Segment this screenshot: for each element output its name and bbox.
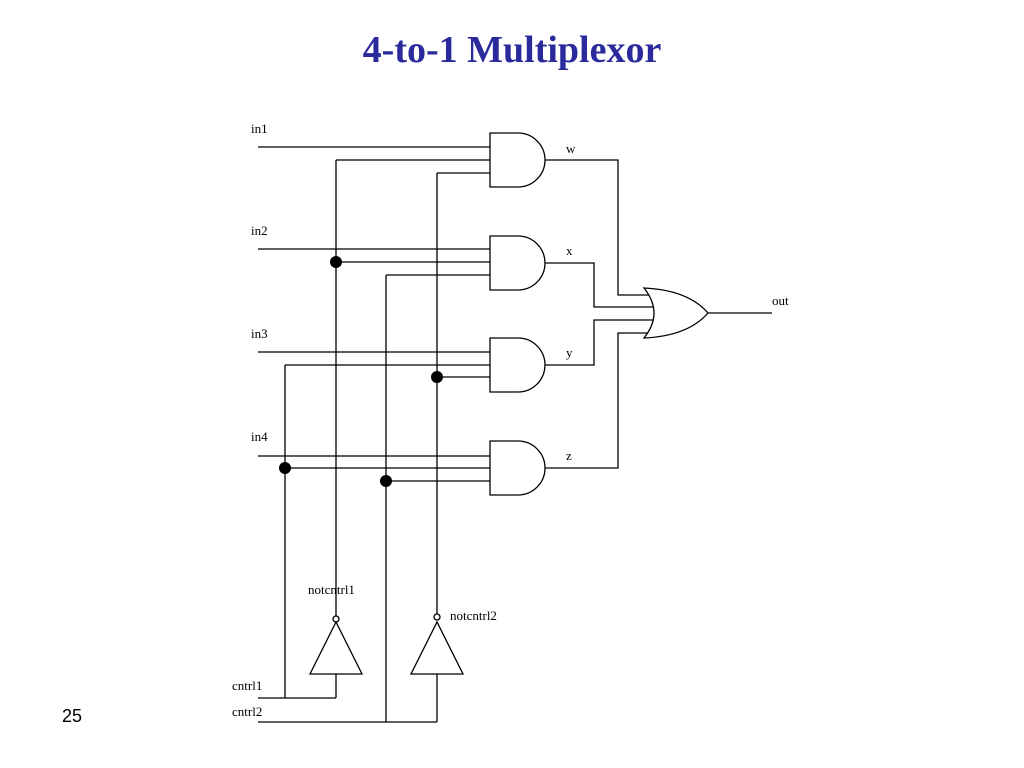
cntrl1-label: cntrl1 — [232, 678, 262, 693]
y-wire — [545, 319, 654, 366]
page-number: 25 — [62, 706, 83, 726]
inverter-1-bubble — [332, 615, 340, 623]
z-wire — [545, 332, 650, 469]
notcntrl1-label: notcntrl1 — [308, 582, 355, 597]
and-gate-z — [489, 440, 546, 496]
inverter-1 — [308, 620, 364, 675]
in4-label: in4 — [251, 429, 268, 444]
cntrl2-label: cntrl2 — [232, 704, 262, 719]
or-gate — [642, 287, 709, 339]
in1-label: in1 — [251, 121, 268, 136]
junction-dot — [279, 462, 291, 474]
w-label: w — [566, 141, 576, 156]
out-label: out — [772, 293, 789, 308]
x-wire — [545, 262, 654, 308]
and-gate-y — [489, 337, 546, 393]
slide-title: 4-to-1 Multiplexor — [362, 29, 662, 71]
y-label: y — [566, 345, 573, 360]
and-gate-w — [489, 132, 546, 188]
notcntrl2-label: notcntrl2 — [450, 608, 497, 623]
inverter-2 — [409, 620, 465, 675]
junction-dot — [431, 371, 443, 383]
and-gate-x — [489, 235, 546, 291]
inverter-2-bubble — [433, 613, 441, 621]
z-label: z — [566, 448, 572, 463]
junction-dot — [330, 256, 342, 268]
x-label: x — [566, 243, 573, 258]
in3-label: in3 — [251, 326, 268, 341]
w-wire — [545, 159, 650, 296]
in2-label: in2 — [251, 223, 268, 238]
junction-dot — [380, 475, 392, 487]
